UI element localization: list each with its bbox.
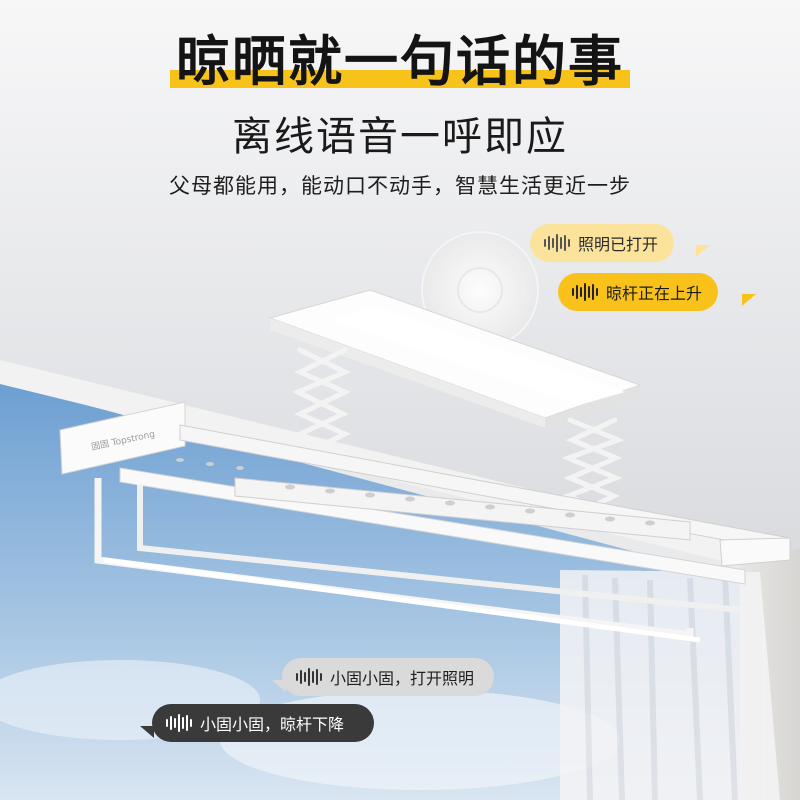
bubble-tail (272, 680, 286, 692)
voice-wave-icon (296, 668, 322, 686)
command-bubble-lower: 小固小固，晾杆下降 (152, 704, 374, 742)
voice-wave-icon (572, 283, 598, 301)
bubble-tail (696, 245, 710, 257)
headline-title-wrap: 晾晒就一句话的事 (0, 30, 800, 94)
title-highlight (170, 70, 630, 88)
bubble-text: 照明已打开 (578, 235, 659, 254)
bubble-tail (140, 726, 154, 738)
headline-subtitle: 离线语音一呼即应 (232, 114, 568, 160)
response-bubble-light-on: 照明已打开 (530, 224, 675, 262)
headline-title-text: 晾晒就一句话的事 (176, 30, 624, 93)
scissor-lift-left (291, 347, 352, 458)
bubble-text: 小固小固，晾杆下降 (200, 715, 345, 734)
command-bubble-light: 小固小固，打开照明 (282, 658, 494, 696)
voice-wave-icon (166, 714, 192, 732)
rack-frame: 固固 Topstrong (59, 401, 791, 643)
drying-rack-housing (268, 289, 642, 428)
ceiling (0, 0, 800, 560)
headline-tagline: 父母都能用，能动口不动手，智慧生活更近一步 (169, 174, 631, 198)
bubble-text: 小固小固，打开照明 (330, 669, 475, 688)
voice-wave-icon (544, 234, 570, 252)
response-bubble-rack-rising: 晾杆正在上升 (558, 273, 719, 311)
bubble-tail (742, 294, 756, 306)
headline-title: 晾晒就一句话的事 (170, 30, 630, 94)
bubble-text: 晾杆正在上升 (606, 284, 703, 303)
